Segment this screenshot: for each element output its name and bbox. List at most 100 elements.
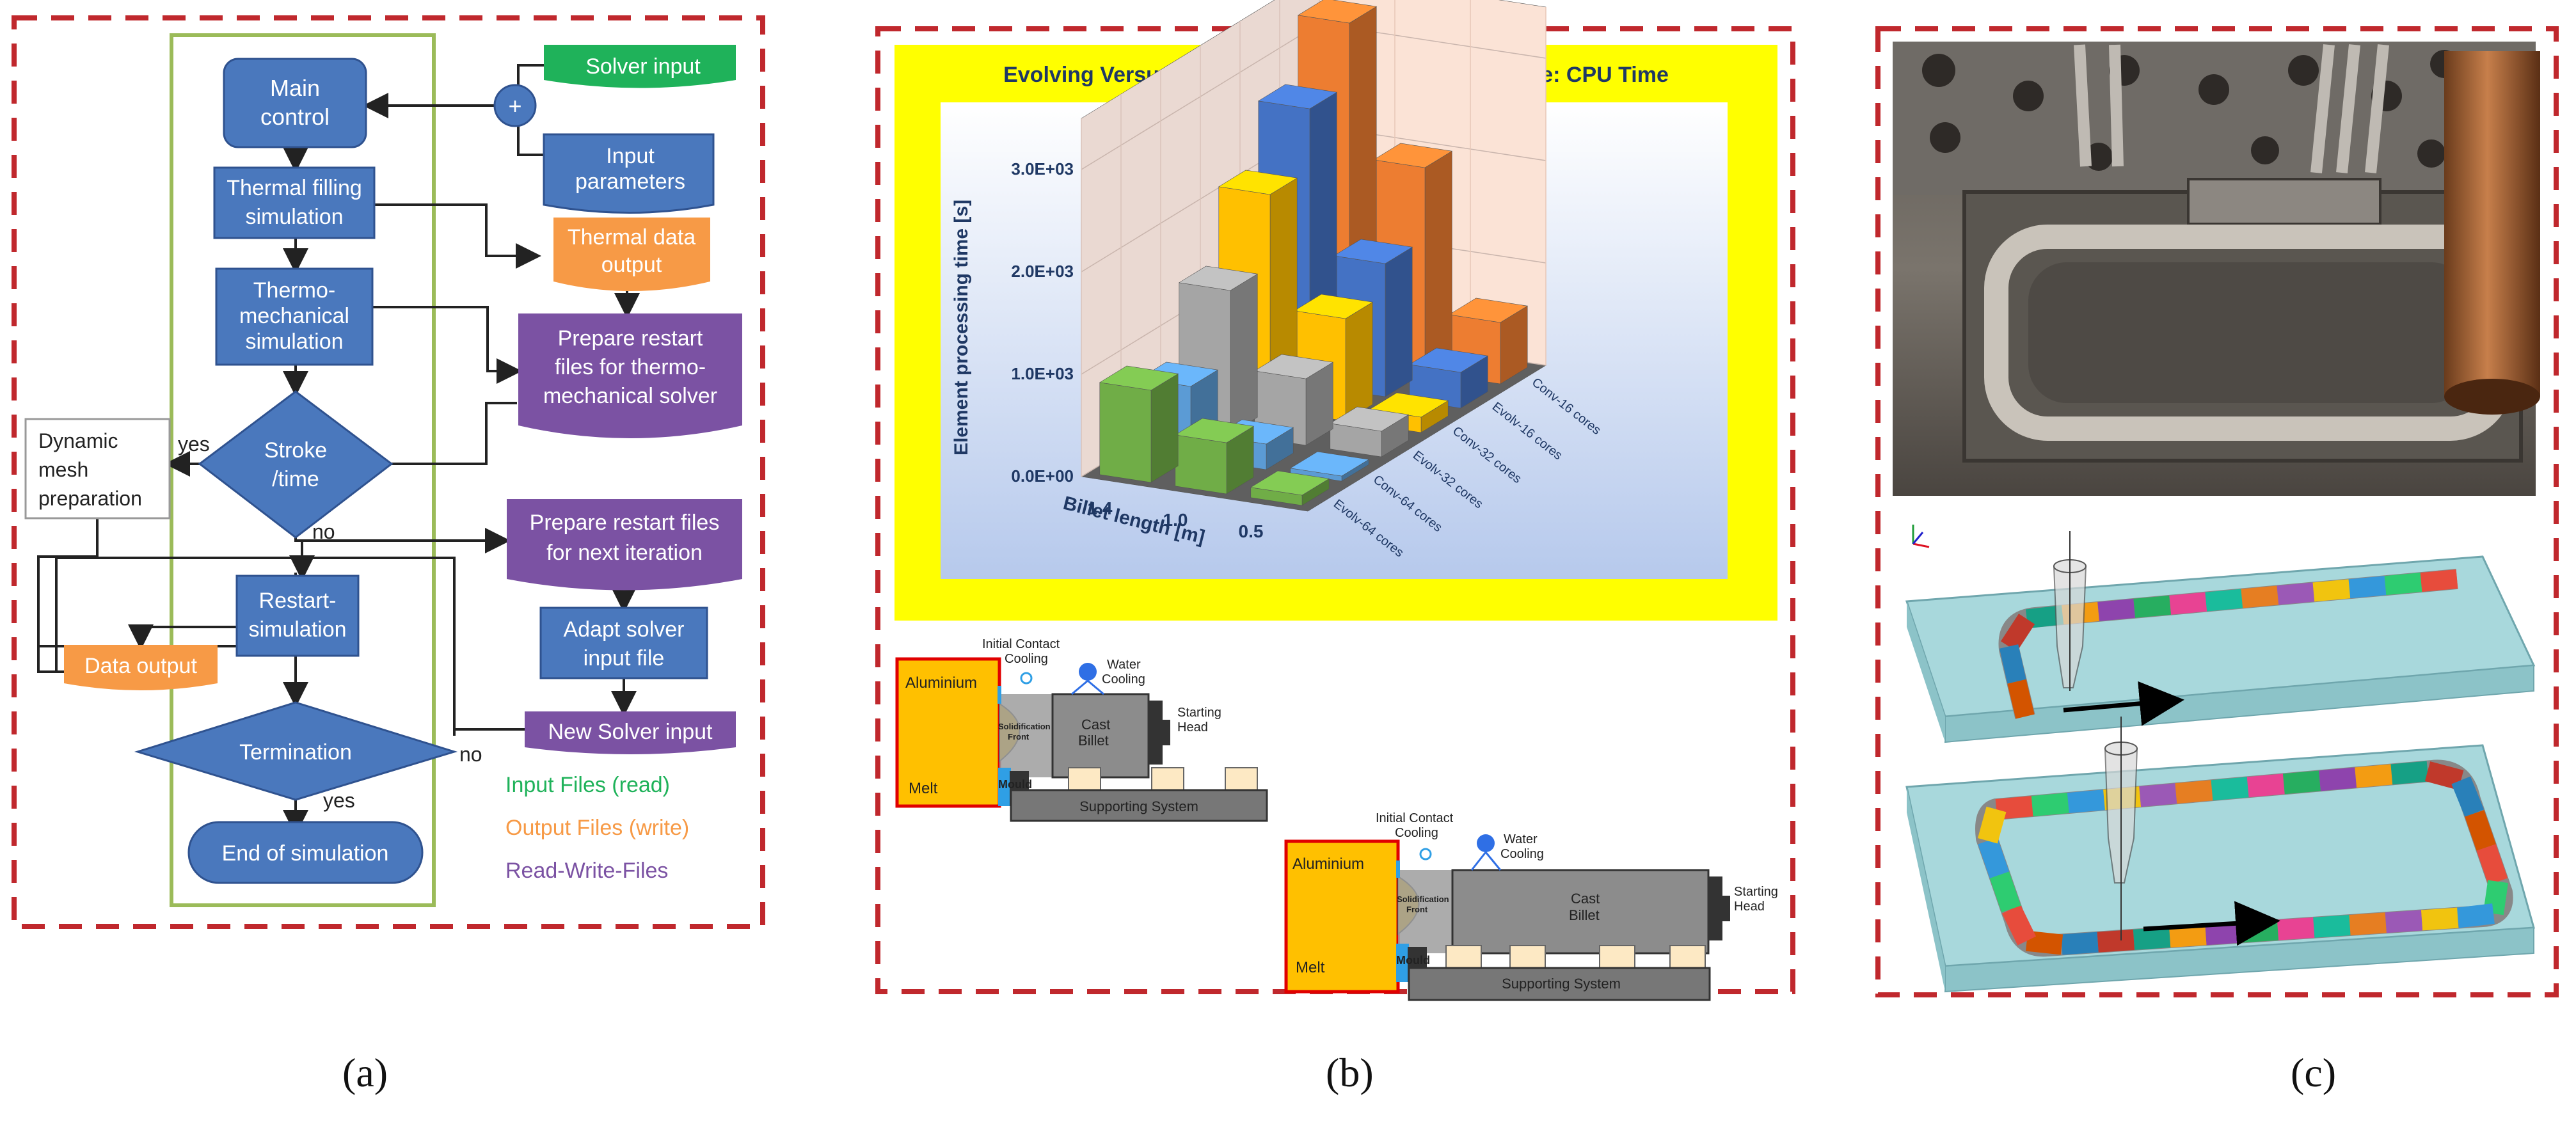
bar-evolv-32-cores-1-top xyxy=(1253,354,1334,379)
weld-segment xyxy=(1989,871,2021,913)
weld-segment xyxy=(2465,810,2496,851)
bar-conv-16-cores-1-side xyxy=(1424,150,1452,373)
thermal-filling-label-2: simulation xyxy=(245,205,343,229)
node-thermal-filling: Thermal filling simulation xyxy=(213,166,376,239)
stroke-label-2: /time xyxy=(272,467,319,491)
weld-segment xyxy=(2169,592,2207,615)
input-params-label-2: parameters xyxy=(575,170,685,194)
weld-segment xyxy=(2211,777,2249,801)
c1-supporting: Supporting System xyxy=(1079,798,1198,814)
weld-segment xyxy=(2025,930,2063,955)
welding-photo xyxy=(1893,42,2540,496)
weld-segment xyxy=(2349,912,2387,936)
c2-mould: Mould xyxy=(1396,954,1430,967)
prep-tm-label-3: mechanical solver xyxy=(543,384,717,408)
bar-evolv-16-cores-2-top xyxy=(1408,347,1489,373)
weld-segment xyxy=(1995,796,2033,820)
weld-segment xyxy=(2139,783,2177,807)
c1-solid-1: Solidification xyxy=(998,722,1051,731)
c2-solid-2: Front xyxy=(1406,905,1428,914)
bar-conv-16-cores-2-top xyxy=(1448,297,1529,323)
legend-input: Input Files (read) xyxy=(505,773,670,797)
weld-segment xyxy=(1999,644,2026,684)
restart-label-1: Restart- xyxy=(259,589,337,613)
weld-segment xyxy=(2061,932,2099,955)
weld-segment xyxy=(2097,598,2135,621)
weld-segment xyxy=(2277,917,2315,940)
weld-segment xyxy=(2067,789,2105,814)
c2-cast-2: Billet xyxy=(1569,907,1600,923)
edge-no-stroke: no xyxy=(312,520,335,543)
bar-conv-32-cores-1-side xyxy=(1345,301,1373,422)
c1-mould: Mould xyxy=(998,778,1032,791)
node-end-simulation: End of simulation xyxy=(187,821,424,884)
bar-evolv-64-cores-0-side xyxy=(1150,373,1179,483)
bar-conv-32-cores-1-top xyxy=(1293,294,1374,319)
weld-segment xyxy=(1978,806,2007,844)
weld-segment xyxy=(1978,837,2010,878)
node-thermo-mechanical: Thermo- mechanical simulation xyxy=(215,267,374,366)
c2-initial-1: Initial Contact xyxy=(1376,811,1454,825)
node-data-output: Data output xyxy=(64,645,218,690)
dyn-mesh-label-2: mesh xyxy=(38,458,88,481)
c1-initial-1: Initial Contact xyxy=(982,637,1060,651)
c2-cast-1: Cast xyxy=(1571,891,1600,907)
c2-initial-2: Cooling xyxy=(1395,826,1438,840)
c1-water-2: Cooling xyxy=(1102,672,1145,686)
node-termination: Termination xyxy=(134,701,458,801)
bar-evolv-32-cores-2-top xyxy=(1329,406,1410,432)
node-prepare-restart-tm: Prepare restart files for thermo- mechan… xyxy=(518,313,742,438)
caption-c: (c) xyxy=(2291,1050,2337,1095)
thermal-output-label-2: output xyxy=(601,253,662,277)
legend: Input Files (read) Output Files (write) … xyxy=(505,773,689,883)
panel-c-border xyxy=(1875,26,2559,997)
node-restart-simulation: Restart- simulation xyxy=(235,575,360,657)
node-plus: + xyxy=(493,84,537,127)
weld-segment xyxy=(2483,880,2508,916)
casting-diagram-1: Aluminium Initial Contact Cooling Water … xyxy=(895,637,1268,822)
prep-next-label-1: Prepare restart files xyxy=(530,511,720,535)
c1-solid-2: Front xyxy=(1008,732,1030,741)
bar-evolv-32-cores-0-top xyxy=(1178,266,1259,291)
y-tick-label: 2.0E+03 xyxy=(1011,262,1074,281)
weld-segment xyxy=(2205,922,2243,946)
panel-b: Evolving Versus Conventional Fixed Mesh … xyxy=(875,0,1795,1001)
bar-evolv-64-cores-1-top xyxy=(1174,418,1255,443)
c1-water-1: Water xyxy=(1107,658,1141,672)
thermo-mech-label-3: simulation xyxy=(245,329,343,354)
thermo-mech-label-2: mechanical xyxy=(239,304,349,328)
legend-output: Output Files (write) xyxy=(505,816,689,840)
weld-segment xyxy=(2277,582,2315,605)
main-control-label-1: Main xyxy=(270,75,320,101)
x-tick-label: 1.4 xyxy=(1088,498,1113,518)
prep-tm-label-2: files for thermo- xyxy=(555,355,706,379)
y-tick-label: 3.0E+03 xyxy=(1011,159,1074,178)
bar-conv-64-cores-2-top xyxy=(1289,451,1370,477)
bar-conv-32-cores-0-top xyxy=(1218,170,1298,195)
weld-segment xyxy=(2133,595,2171,618)
c1-aluminium: Aluminium xyxy=(905,674,977,692)
node-thermal-data-output: Thermal data output xyxy=(553,218,710,291)
c2-melt: Melt xyxy=(1296,959,1325,976)
adapt-label-1: Adapt solver xyxy=(564,617,685,642)
weld-segment xyxy=(2001,904,2037,946)
weld-segment xyxy=(2385,910,2423,933)
c1-head-1: Starting xyxy=(1177,706,1221,720)
stroke-label-1: Stroke xyxy=(264,438,327,463)
dyn-mesh-label-3: preparation xyxy=(38,487,142,510)
weld-segment xyxy=(2348,576,2387,599)
node-input-parameters: Input parameters xyxy=(543,133,715,214)
thermal-filling-label-1: Thermal filling xyxy=(227,176,362,200)
weld-segment xyxy=(2241,919,2279,943)
bar-evolv-64-cores-1 xyxy=(1175,434,1227,495)
thermal-output-label-1: Thermal data xyxy=(568,225,696,250)
panel-a-flowchart: Main control Thermal filling simulation … xyxy=(12,15,765,929)
node-main-control: Main control xyxy=(223,58,367,148)
node-adapt-solver: Adapt solver input file xyxy=(539,607,708,679)
c2-water-1: Water xyxy=(1504,832,1538,846)
c1-initial-2: Cooling xyxy=(1005,652,1048,666)
node-prepare-restart-next: Prepare restart files for next iteration xyxy=(507,499,742,591)
c2-supporting: Supporting System xyxy=(1502,976,1621,992)
weld-segment xyxy=(2313,915,2351,938)
